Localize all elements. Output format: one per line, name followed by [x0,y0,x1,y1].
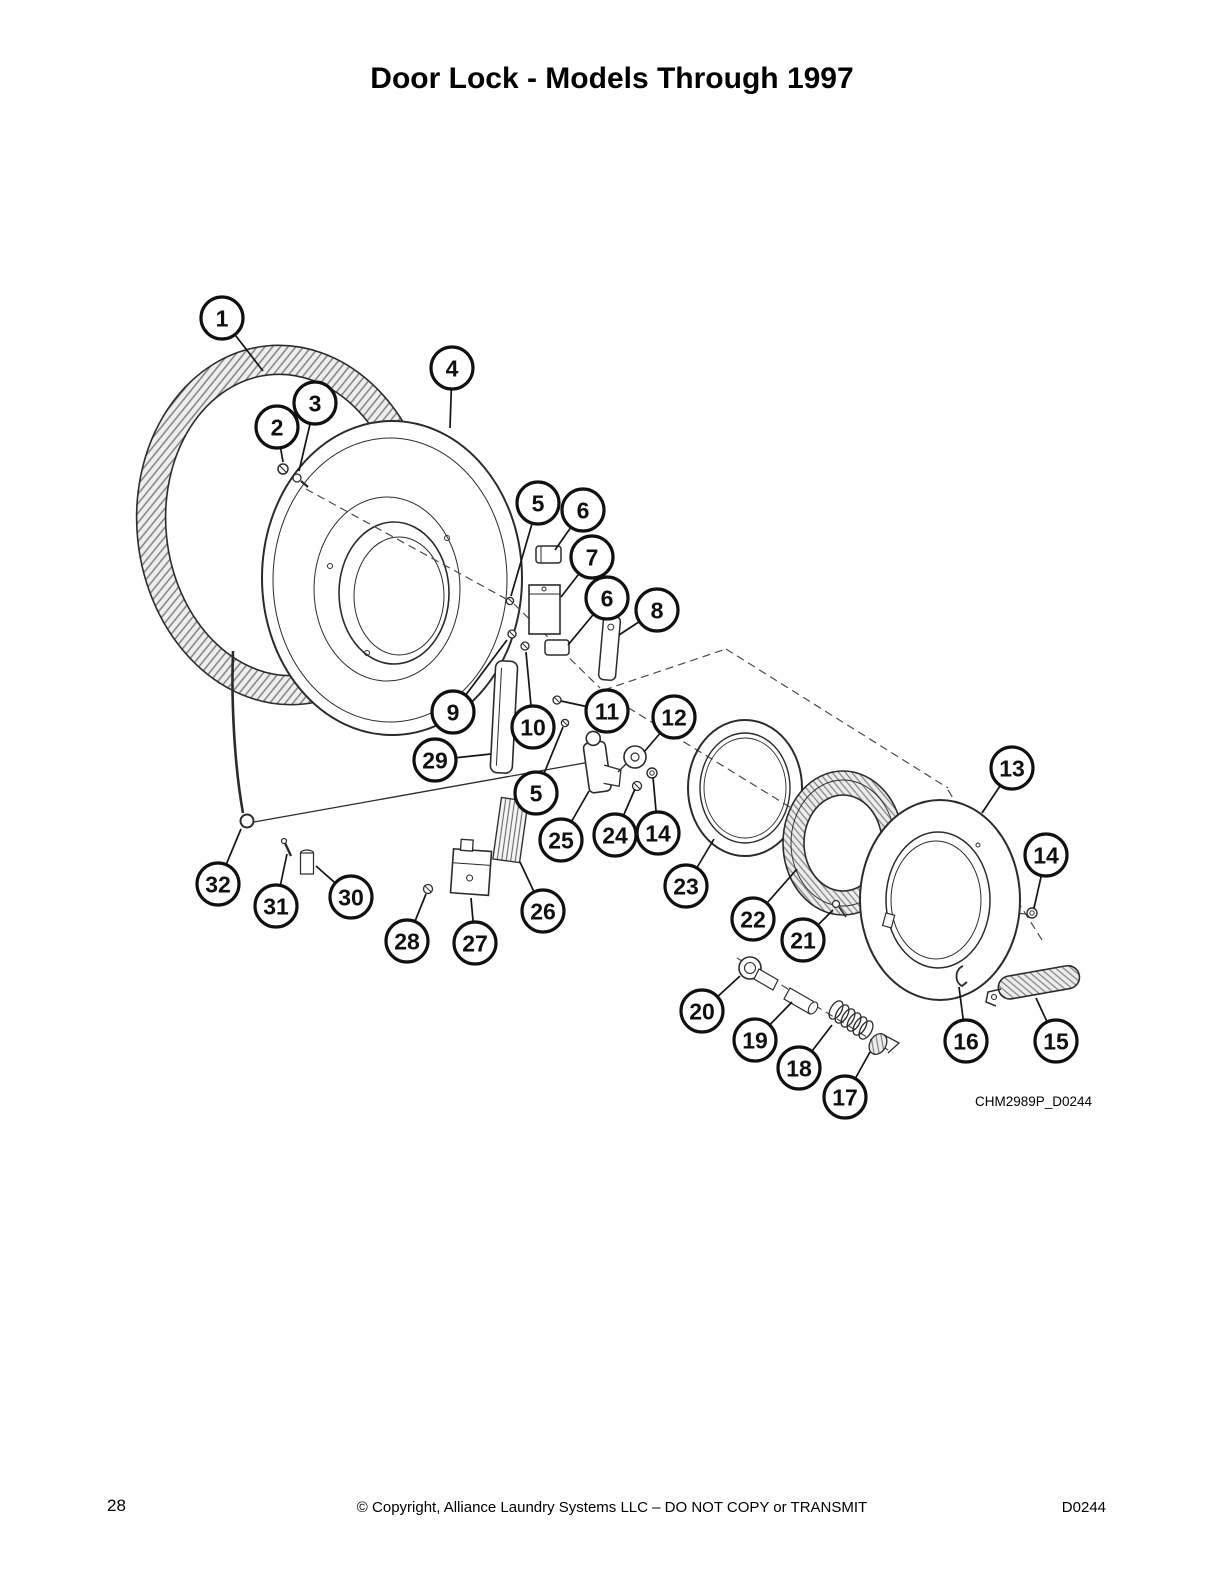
spring [828,1000,874,1040]
door-switch [422,838,493,897]
callout-14: 14 [1023,832,1069,909]
svg-text:11: 11 [595,698,620,724]
callout-18: 18 [776,1024,833,1091]
callout-12: 12 [643,694,697,753]
svg-text:6: 6 [577,497,590,523]
svg-text:6: 6 [601,585,614,611]
callout-6: 6 [567,575,630,646]
svg-text:18: 18 [786,1055,812,1081]
callout-1: 1 [199,295,264,372]
svg-text:32: 32 [205,871,231,897]
plunger-assembly [738,956,901,1055]
svg-text:21: 21 [790,927,816,953]
callout-25: 25 [538,790,590,863]
svg-text:19: 19 [742,1027,768,1053]
svg-text:10: 10 [520,714,546,740]
callout-15: 15 [1033,997,1079,1064]
callout-20: 20 [679,975,741,1034]
callout-5: 5 [513,726,564,816]
svg-text:23: 23 [673,873,699,899]
callout-11: 11 [560,688,630,734]
svg-text:24: 24 [602,822,628,848]
callout-7: 7 [560,534,615,598]
callout-17: 17 [822,1051,871,1120]
glass-ring [687,719,803,857]
svg-text:17: 17 [832,1084,858,1110]
callout-10: 10 [510,651,556,750]
callout-6: 6 [554,487,606,551]
door-handle [985,964,1081,1007]
svg-text:3: 3 [309,390,322,416]
svg-text:9: 9 [447,699,460,725]
svg-text:5: 5 [532,490,545,516]
callout-5: 5 [510,480,561,597]
latch-assembly [582,730,658,794]
svg-text:8: 8 [651,597,664,623]
screw-21 [831,899,847,918]
callout-32: 32 [195,828,242,907]
retainer-clip [955,965,968,988]
svg-text:1: 1 [216,305,229,331]
svg-text:7: 7 [586,544,599,570]
svg-text:27: 27 [462,930,488,956]
callout-13: 13 [981,745,1035,814]
callout-2: 2 [254,404,300,463]
callout-30: 30 [315,865,374,920]
cone-tip [868,1033,901,1055]
screw-and-washer [277,463,309,488]
callout-31: 31 [253,853,299,929]
svg-text:4: 4 [446,355,459,381]
svg-text:16: 16 [953,1028,979,1054]
svg-text:14: 14 [645,820,671,846]
svg-text:25: 25 [548,827,574,853]
footer-copyright: © Copyright, Alliance Laundry Systems LL… [356,1499,868,1516]
svg-text:14: 14 [1033,842,1059,868]
footer-doc-code: D0244 [1061,1499,1106,1516]
svg-text:22: 22 [740,906,766,932]
svg-text:12: 12 [661,704,687,730]
callout-28: 28 [384,893,430,964]
page-title: Door Lock - Models Through 1997 [370,62,854,95]
pins [280,837,315,875]
svg-text:30: 30 [338,884,364,910]
callout-8: 8 [618,587,680,636]
callout-24: 24 [592,788,638,858]
svg-text:15: 15 [1043,1028,1069,1054]
callout-22: 22 [730,868,798,942]
callout-27: 27 [452,897,498,966]
callout-3: 3 [292,380,338,472]
svg-text:5: 5 [530,780,543,806]
callout-23: 23 [663,838,715,909]
callout-29: 29 [412,737,492,783]
outer-door-ring [859,799,1021,1001]
svg-text:28: 28 [394,928,420,954]
svg-text:29: 29 [422,747,448,773]
callout-16: 16 [943,986,989,1064]
svg-text:26: 26 [530,898,556,924]
screw-14b [1026,907,1038,919]
callout-14: 14 [635,776,681,856]
callout-21: 21 [780,909,834,963]
footer-page-number: 28 [107,1496,126,1515]
svg-text:31: 31 [263,893,289,919]
door-panel [261,420,523,736]
callout-4: 4 [429,345,475,429]
svg-text:20: 20 [689,998,715,1024]
callout-19: 19 [732,1001,793,1063]
callout-26: 26 [519,861,566,934]
callout-9: 9 [430,639,508,735]
svg-text:2: 2 [271,414,284,440]
svg-text:13: 13 [999,755,1025,781]
lock-solenoid-parts [505,545,622,728]
figure-code: CHM2989P_D0244 [975,1094,1093,1109]
